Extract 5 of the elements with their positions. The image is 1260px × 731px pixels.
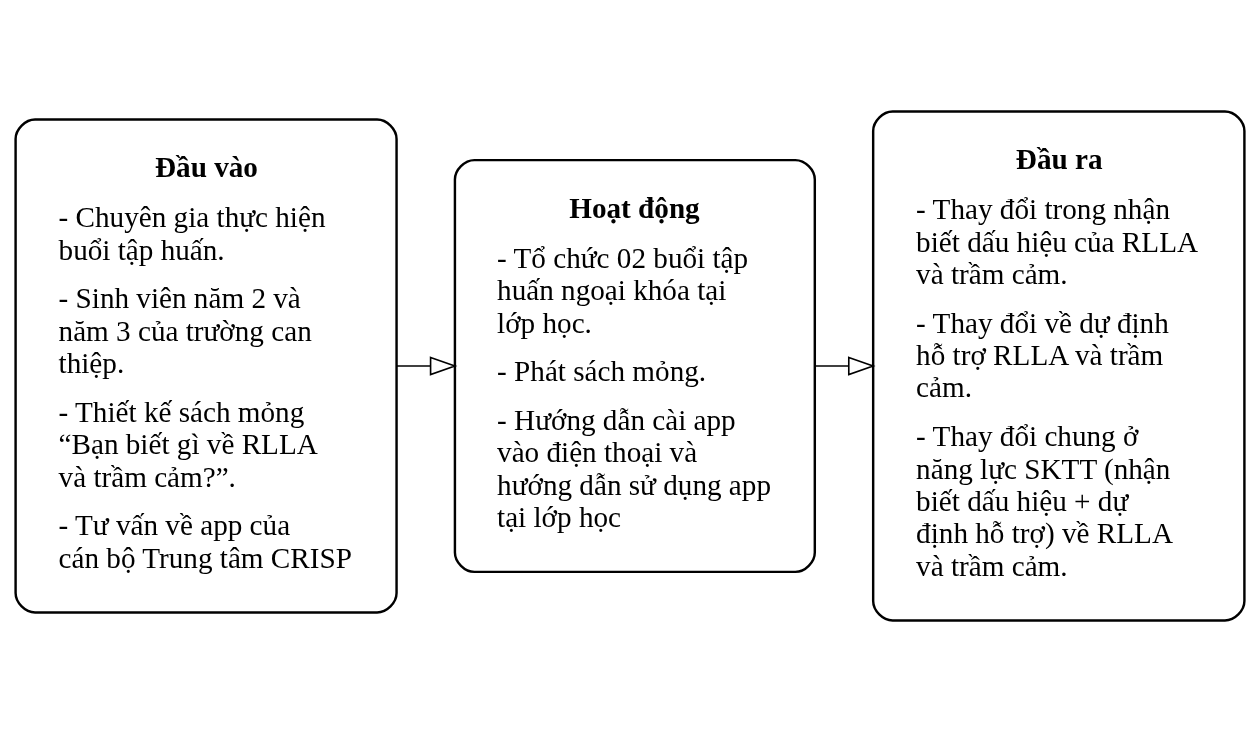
node-box: Đầu vào - Chuyên gia thực hiện buổi tập huấn. - Sinh viên năm 2 và năm 3 của trường can thiệp. - Thiết kế sách mỏng “Bạn biết gì về RLLA và trầm cảm?”. - Tư vấn về app của cán bộ Trung tâm CRISP bbox=[14, 117, 398, 614]
node-box: Đầu ra - Thay đổi trong nhận biết dấu hiệu của RLLA và trầm cảm. - Thay đổi về dự định hỗ trợ RLLA và trầm cảm. - Thay đổi chung ở năng lực SKTT (nhận biết dấu hiệu + dự định hỗ trợ) về RLLA và trầm cảm. bbox=[871, 109, 1246, 622]
arrow bbox=[396, 355, 458, 376]
node-box: Hoạt động - Tổ chức 02 buổi tập huấn ngoại khóa tại lớp học. - Phát sách mỏng. - Hướng dẫn cài app vào điện thoại và hướng dẫn sử dụng app tại lớp học bbox=[453, 158, 817, 573]
arrow bbox=[814, 355, 876, 376]
